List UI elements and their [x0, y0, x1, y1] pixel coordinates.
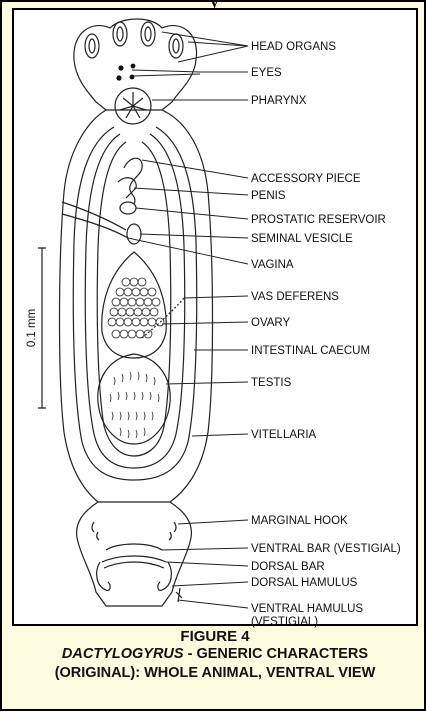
label-seminal-vesicle: SEMINAL VESICLE [251, 233, 353, 245]
label-vagina: VAGINA [251, 259, 294, 271]
label-ovary: OVARY [251, 317, 291, 329]
marginal-hook-left [92, 522, 99, 540]
label-ventral-bar: VENTRAL BAR (VESTIGIAL) [251, 543, 401, 555]
scale-label: 0.1 mm [26, 309, 38, 347]
intestinal-caecum [85, 134, 184, 468]
label-penis: PENIS [251, 190, 286, 202]
label-pharynx: PHARYNX [251, 95, 307, 107]
testis-sperm [110, 372, 159, 438]
seminal-vesicle [127, 224, 141, 244]
caption-line-3: (ORIGINAL): WHOLE ANIMAL, VENTRAL VIEW [2, 665, 426, 681]
head-organ-3 [141, 22, 155, 46]
label-eyes: EYES [251, 67, 282, 79]
ovary-cells [108, 278, 164, 338]
prostatic-reservoir [120, 202, 136, 214]
label-prostatic-reservoir: PROSTATIC RESERVOIR [251, 214, 386, 226]
label-accessory-piece: ACCESSORY PIECE [251, 173, 361, 185]
head-organ-2 [113, 22, 127, 46]
label-intestinal-caecum: INTESTINAL CAECUM [251, 345, 370, 357]
eyes-drawing [116, 64, 135, 81]
figure-number: FIGURE 4 [2, 628, 426, 645]
label-marginal-hook: MARGINAL HOOK [251, 515, 348, 527]
genus-name: DACTYLOGYRUS [62, 646, 184, 662]
head-organ-1 [85, 34, 99, 58]
caption-line-2: DACTYLOGYRUS - GENERIC CHARACTERS [2, 646, 426, 662]
haptor-outline [77, 502, 192, 606]
head-organ-4 [169, 34, 183, 58]
dorsal-bar-drawing [102, 556, 166, 568]
label-ventral-hamulus-vestigial: (VESTIGIAL) [251, 616, 318, 628]
label-testis: TESTIS [251, 377, 292, 389]
caption-line-2-rest: - GENERIC CHARACTERS [184, 646, 368, 662]
label-vitellaria: VITELLARIA [251, 429, 317, 441]
label-vas-deferens: VAS DEFERENS [251, 291, 339, 303]
label-head-organs: HEAD ORGANS [251, 41, 336, 53]
label-ventral-hamulus: VENTRAL HAMULUS [251, 603, 363, 615]
head-outline [74, 19, 197, 110]
label-dorsal-hamulus: DORSAL HAMULUS [251, 577, 358, 589]
scale-bar [38, 248, 46, 408]
vitellaria-outer [73, 127, 196, 480]
marginal-hook-right [169, 522, 176, 540]
vas-deferens-drawing [142, 298, 184, 338]
label-dorsal-bar: DORSAL BAR [251, 561, 325, 573]
testis-drawing [98, 354, 170, 444]
ventral-bar-drawing [106, 544, 162, 550]
